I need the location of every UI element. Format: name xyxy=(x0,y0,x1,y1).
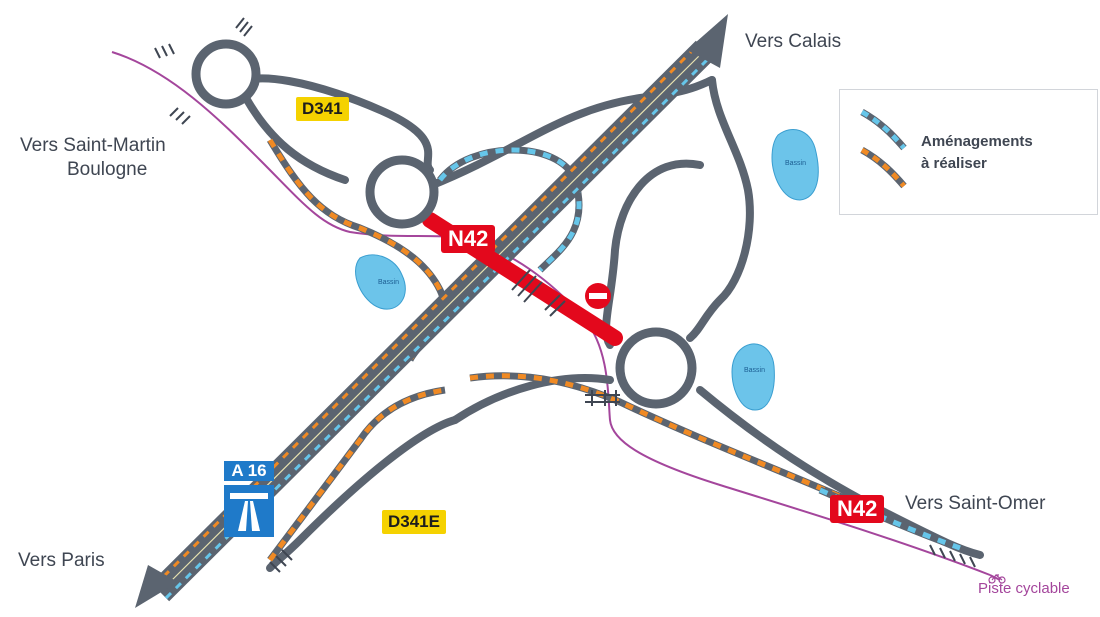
badge-d341e: D341E xyxy=(382,510,446,534)
roundabout-north xyxy=(191,39,261,109)
a16-label: A 16 xyxy=(224,461,274,481)
basin-northeast xyxy=(771,129,819,201)
bridge-markers xyxy=(511,269,620,406)
motorway-icon xyxy=(224,485,274,537)
badge-n42-top: N42 xyxy=(441,225,496,253)
a16-shield: A 16 xyxy=(224,461,274,539)
legend-label: Aménagements à réaliser xyxy=(921,131,1091,175)
basin-west xyxy=(355,254,406,310)
label-piste-cyclable: Piste cyclable xyxy=(978,580,1070,597)
basin-label-west: Bassin xyxy=(378,279,400,286)
label-vers-saint-martin: Vers Saint-Martin Boulogne xyxy=(20,134,166,182)
basin-label-northeast: Bassin xyxy=(785,160,807,167)
roundabout-east xyxy=(615,327,697,409)
no-entry-icon xyxy=(585,283,611,309)
label-saint-martin-line2: Boulogne xyxy=(67,159,148,180)
arrow-north xyxy=(687,14,728,68)
label-saint-martin-line1: Vers Saint-Martin xyxy=(20,135,166,156)
roundabout-center xyxy=(365,155,439,229)
badge-d341: D341 xyxy=(296,97,349,121)
badge-n42-bottom: N42 xyxy=(830,495,885,523)
basin-label-southeast: Bassin xyxy=(744,367,766,374)
basin-southeast xyxy=(731,343,775,411)
road-end-hatching xyxy=(154,17,976,573)
label-vers-saint-omer: Vers Saint-Omer xyxy=(905,493,1046,514)
arrow-south xyxy=(135,565,178,608)
roundabouts xyxy=(191,39,697,409)
bicycle-icon xyxy=(988,574,1006,584)
cycle-path xyxy=(111,51,1001,581)
legend-line-2: à réaliser xyxy=(921,155,987,172)
label-vers-calais: Vers Calais xyxy=(745,31,842,52)
label-vers-paris: Vers Paris xyxy=(18,550,105,571)
legend-line-1: Aménagements xyxy=(921,133,1033,150)
